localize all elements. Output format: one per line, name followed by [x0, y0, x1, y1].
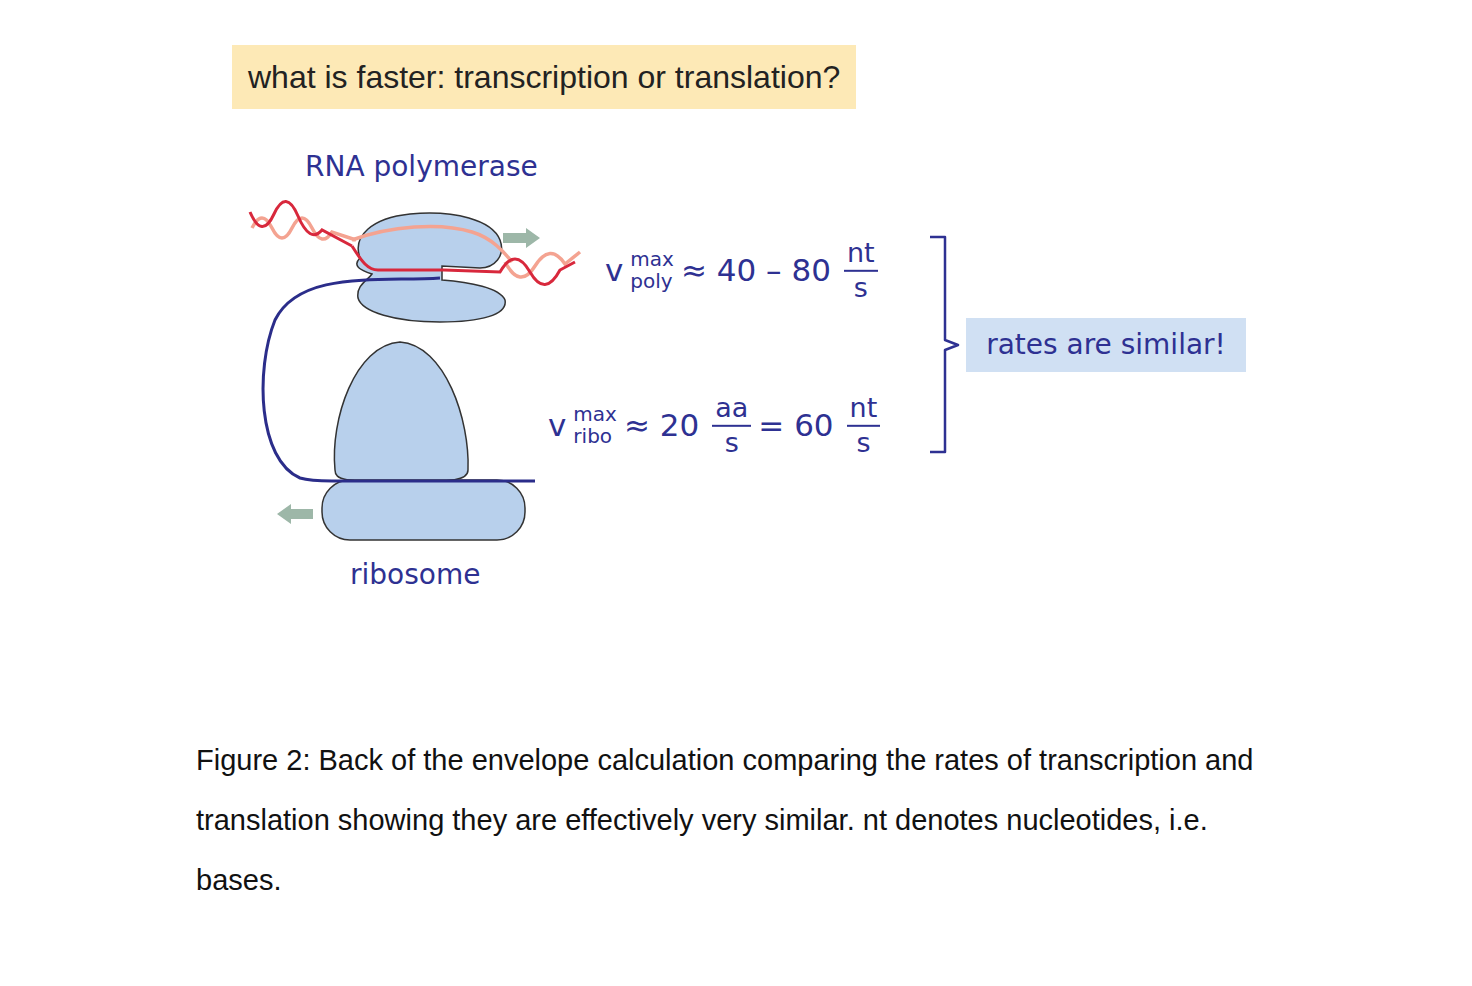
fraction-denominator: s [856, 427, 870, 458]
unit-fraction: nts [844, 238, 878, 302]
grouping-bracket [930, 237, 958, 452]
rna-polymerase-shape [357, 213, 505, 322]
direction-arrow [503, 228, 540, 248]
conclusion-box: rates are similar! [966, 318, 1246, 372]
title-text: what is faster: transcription or transla… [248, 59, 840, 96]
direction-arrow [277, 504, 313, 524]
fraction-numerator: nt [847, 393, 881, 427]
superscript: max [630, 248, 674, 270]
rate-formula: vmaxribo≈ 20aas= 60nts [548, 393, 880, 457]
fraction-denominator: s [725, 427, 739, 458]
superscript: max [573, 403, 617, 425]
formula-term: ≈ 20 [624, 408, 699, 442]
fraction-denominator: s [854, 272, 868, 303]
dna-strand [444, 259, 575, 285]
mrna-strand [263, 278, 535, 481]
dna-strand [250, 201, 352, 246]
dna-strand [352, 226, 512, 262]
ribosome-large-subunit [334, 342, 468, 482]
unit-fraction: aas [712, 393, 751, 457]
title-banner: what is faster: transcription or transla… [232, 45, 856, 109]
formula-term: = 60 [758, 408, 833, 442]
figure-caption: Figure 2: Back of the envelope calculati… [196, 730, 1256, 910]
sub-superscript: maxribo [573, 403, 617, 447]
sub-superscript: maxpoly [630, 248, 674, 292]
formula-term: v [548, 408, 566, 442]
formula-term: ≈ 40 – 80 [681, 253, 831, 287]
subscript: poly [630, 270, 672, 292]
box-text: rates are similar! [986, 328, 1226, 362]
part-label: RNA polymerase [305, 152, 538, 183]
dna-template-strand [352, 246, 444, 270]
part-label: ribosome [350, 560, 480, 591]
rate-formula: vmaxpoly≈ 40 – 80nts [605, 238, 878, 302]
subscript: ribo [573, 425, 612, 447]
fraction-numerator: aa [712, 393, 751, 427]
fraction-numerator: nt [844, 238, 878, 272]
formula-term: v [605, 253, 623, 287]
ribosome-small-subunit [322, 480, 525, 540]
unit-fraction: nts [847, 393, 881, 457]
